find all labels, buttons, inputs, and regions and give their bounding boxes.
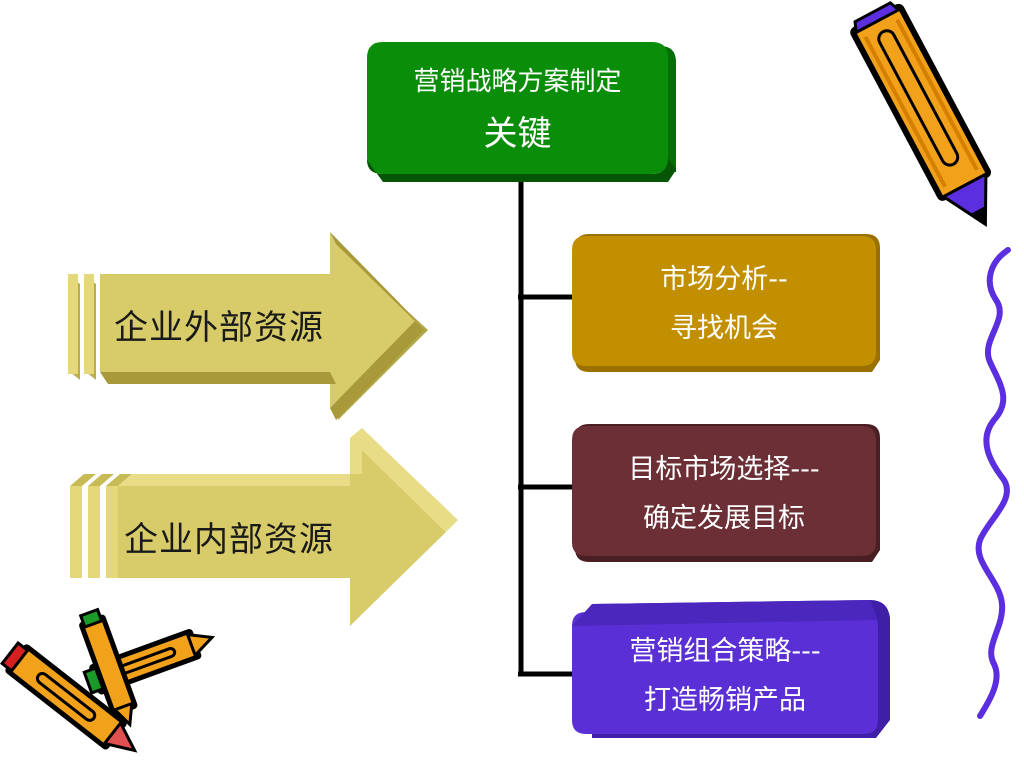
top-box: 营销战略方案制定 关键 bbox=[367, 42, 668, 174]
wavy-line bbox=[975, 247, 1011, 719]
branch-2-line2: 确定发展目标 bbox=[643, 503, 805, 534]
branch-3-line2: 打造畅销产品 bbox=[644, 685, 806, 716]
crossed-pencils-icon bbox=[0, 607, 216, 753]
arrow-external-shape bbox=[68, 232, 428, 420]
branch-box-2-shape bbox=[572, 424, 880, 562]
branch-box-1-shape bbox=[572, 234, 880, 372]
branch-1-line2: 寻找机会 bbox=[670, 313, 778, 344]
branch-2-line1: 目标市场选择--- bbox=[628, 454, 820, 485]
top-box-shape bbox=[367, 42, 676, 182]
branch-1-line1: 市场分析-- bbox=[660, 264, 788, 295]
top-box-line2: 关键 bbox=[483, 114, 552, 154]
arrow-internal-label: 企业内部资源 bbox=[124, 520, 334, 560]
branch-box-3: 营销组合策略--- 打造畅销产品 bbox=[572, 612, 878, 734]
top-box-line1: 营销战略方案制定 bbox=[413, 67, 622, 97]
arrow-external-label: 企业外部资源 bbox=[114, 308, 324, 348]
connector-lines bbox=[518, 182, 575, 677]
arrow-internal-shape bbox=[70, 428, 458, 626]
branch-box-2: 目标市场选择--- 确定发展目标 bbox=[572, 426, 876, 556]
branch-box-3-shape bbox=[572, 600, 890, 738]
branch-box-1: 市场分析-- 寻找机会 bbox=[572, 236, 876, 366]
branch-3-line1: 营销组合策略--- bbox=[629, 636, 821, 667]
pencil-icon bbox=[850, 1, 991, 227]
